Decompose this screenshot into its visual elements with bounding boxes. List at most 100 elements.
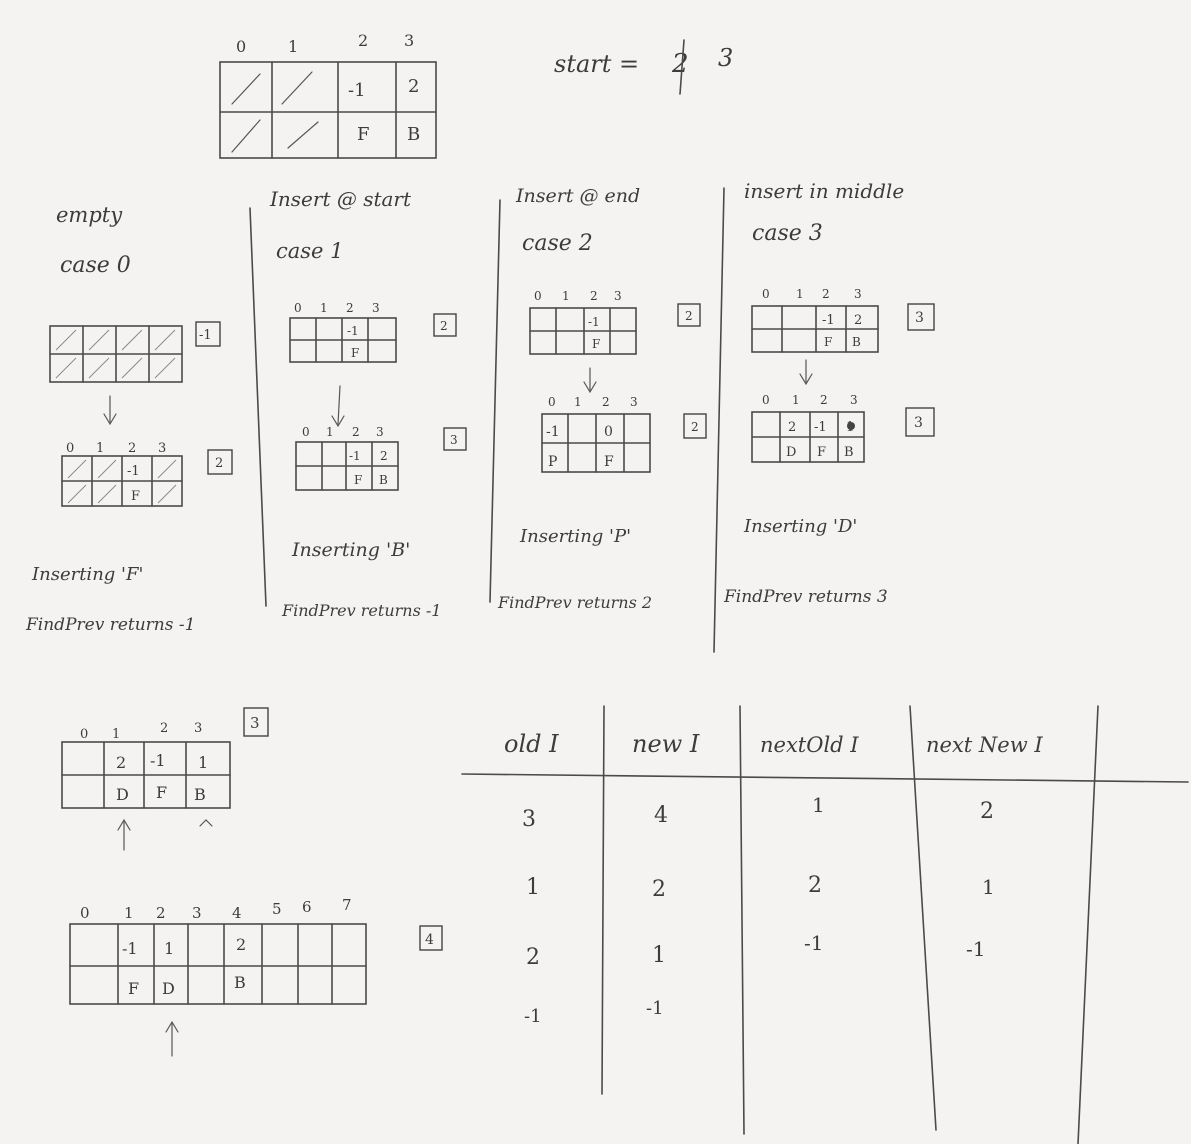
idx: 1 [112, 727, 120, 742]
empty-slash [157, 484, 177, 504]
idx: 1 [320, 301, 328, 315]
empty-slash [88, 357, 110, 379]
empty-slash [121, 329, 143, 351]
idx: 3 [158, 441, 166, 456]
case-0-inserting: Inserting 'F' [31, 564, 143, 585]
case-1-after-start-box [443, 427, 467, 451]
start-old-value: 2 [671, 49, 689, 79]
case-2-after-array: 0 1 2 3 -1 0 P F [541, 395, 651, 473]
cell: D [786, 445, 796, 460]
case-divider [489, 199, 501, 603]
cell: B [844, 445, 854, 460]
idx: 3 [854, 287, 862, 301]
case-2-title: case 2 [522, 231, 593, 256]
idx: 2 [590, 289, 598, 303]
case-0-before-start-box [195, 321, 221, 347]
idx: 3 [630, 395, 638, 409]
cell-r3-new: -1 [646, 998, 664, 1019]
idx: 5 [272, 900, 282, 918]
case-3-before-array: 0 1 2 3 -1 2 F B [751, 287, 879, 353]
case-3-title: case 3 [752, 221, 823, 246]
cell: 1 [198, 753, 208, 772]
idx: 1 [792, 393, 800, 407]
bottom-large-array: 0 1 2 3 4 5 6 7 -1 1 2 F D B 4 [69, 896, 443, 1057]
arrow-head [583, 381, 597, 394]
top-index-2: 2 [358, 31, 368, 50]
bottom-small-start: 3 [250, 714, 260, 732]
idx: 1 [562, 289, 570, 303]
empty-slash [55, 329, 77, 351]
empty-slash [154, 329, 176, 351]
start-label: start = [554, 50, 639, 78]
start-note: start = 2 3 [554, 39, 733, 95]
idx: 6 [302, 898, 312, 916]
arrow-head [165, 1020, 179, 1033]
empty-slash [97, 484, 117, 504]
empty-slash [281, 71, 313, 105]
idx: 0 [302, 425, 310, 439]
cell: F [824, 335, 832, 349]
cell: F [156, 783, 167, 802]
empty-slash [287, 121, 319, 149]
idx: 3 [376, 425, 384, 439]
cell: 2 [854, 313, 862, 328]
cell-r2-nextold: -1 [804, 931, 823, 955]
case-3-inserting: Inserting 'D' [743, 516, 857, 537]
case-1: Insert @ start case 1 0 1 2 3 -1 F 2 0 1… [269, 187, 467, 620]
case-3-subtitle: insert in middle [744, 179, 904, 203]
idx: 4 [232, 904, 242, 922]
top-cell-r1c3: 2 [408, 76, 419, 97]
cell: -1 [822, 313, 835, 328]
case-1-before-array: 0 1 2 3 -1 F [289, 301, 397, 363]
start-new-value: 3 [718, 44, 733, 72]
idx: 2 [128, 441, 136, 456]
case-2-after-start-box [683, 413, 707, 439]
arrow-head [331, 415, 345, 428]
top-cell-r2c3: B [407, 124, 420, 145]
header-next-new-i: next New I [926, 733, 1043, 757]
cell: -1 [588, 315, 600, 329]
empty-slash [231, 73, 261, 105]
arrow-head [799, 373, 813, 386]
idx: 1 [96, 441, 104, 456]
cell: F [592, 337, 600, 351]
case-0-subtitle: empty [56, 203, 123, 227]
table-column-rule [909, 705, 937, 1131]
case-2-inserting: Inserting 'P' [519, 526, 631, 547]
bottom-large-start: 4 [425, 932, 434, 948]
case-2-before-start: 2 [685, 309, 693, 323]
arrow-head [103, 413, 117, 426]
case-2-findprev: FindPrev returns 2 [497, 593, 652, 612]
table-column-rule [1077, 705, 1099, 1144]
cell: B [852, 335, 861, 349]
cell: 0 [604, 424, 613, 440]
idx: 1 [796, 287, 804, 301]
empty-slash [154, 357, 176, 379]
cell: 1 [164, 939, 174, 958]
case-0-title: case 0 [60, 253, 131, 278]
case-2-subtitle: Insert @ end [515, 185, 640, 207]
cell-r2-old: 2 [526, 945, 540, 970]
strike-through [679, 39, 685, 95]
top-index-3: 3 [404, 31, 414, 50]
header-old-i: old I [504, 730, 559, 758]
idx: 0 [548, 395, 556, 409]
cell: -1 [349, 449, 361, 463]
cell-r3-old: -1 [524, 1006, 542, 1027]
cell-r1-nextold: 2 [808, 873, 822, 898]
cell: F [817, 445, 826, 460]
top-cell-r1c2: -1 [348, 80, 366, 101]
case-3: insert in middle case 3 0 1 2 3 -1 2 F B… [723, 179, 935, 607]
cell-r0-old: 3 [522, 807, 536, 832]
cell: F [604, 454, 614, 470]
idx: 3 [614, 289, 622, 303]
empty-slash [97, 459, 117, 479]
top-array-border [219, 61, 437, 159]
cell: B [194, 785, 206, 804]
idx: 0 [80, 727, 88, 742]
table-column-rule [739, 705, 745, 1135]
case-3-after-array: 0 1 2 3 2 -1 1 D F B [751, 393, 865, 463]
index-table: old I new I nextOld I next New I 3 4 1 2… [461, 705, 1189, 1144]
down-arrow [337, 385, 341, 425]
